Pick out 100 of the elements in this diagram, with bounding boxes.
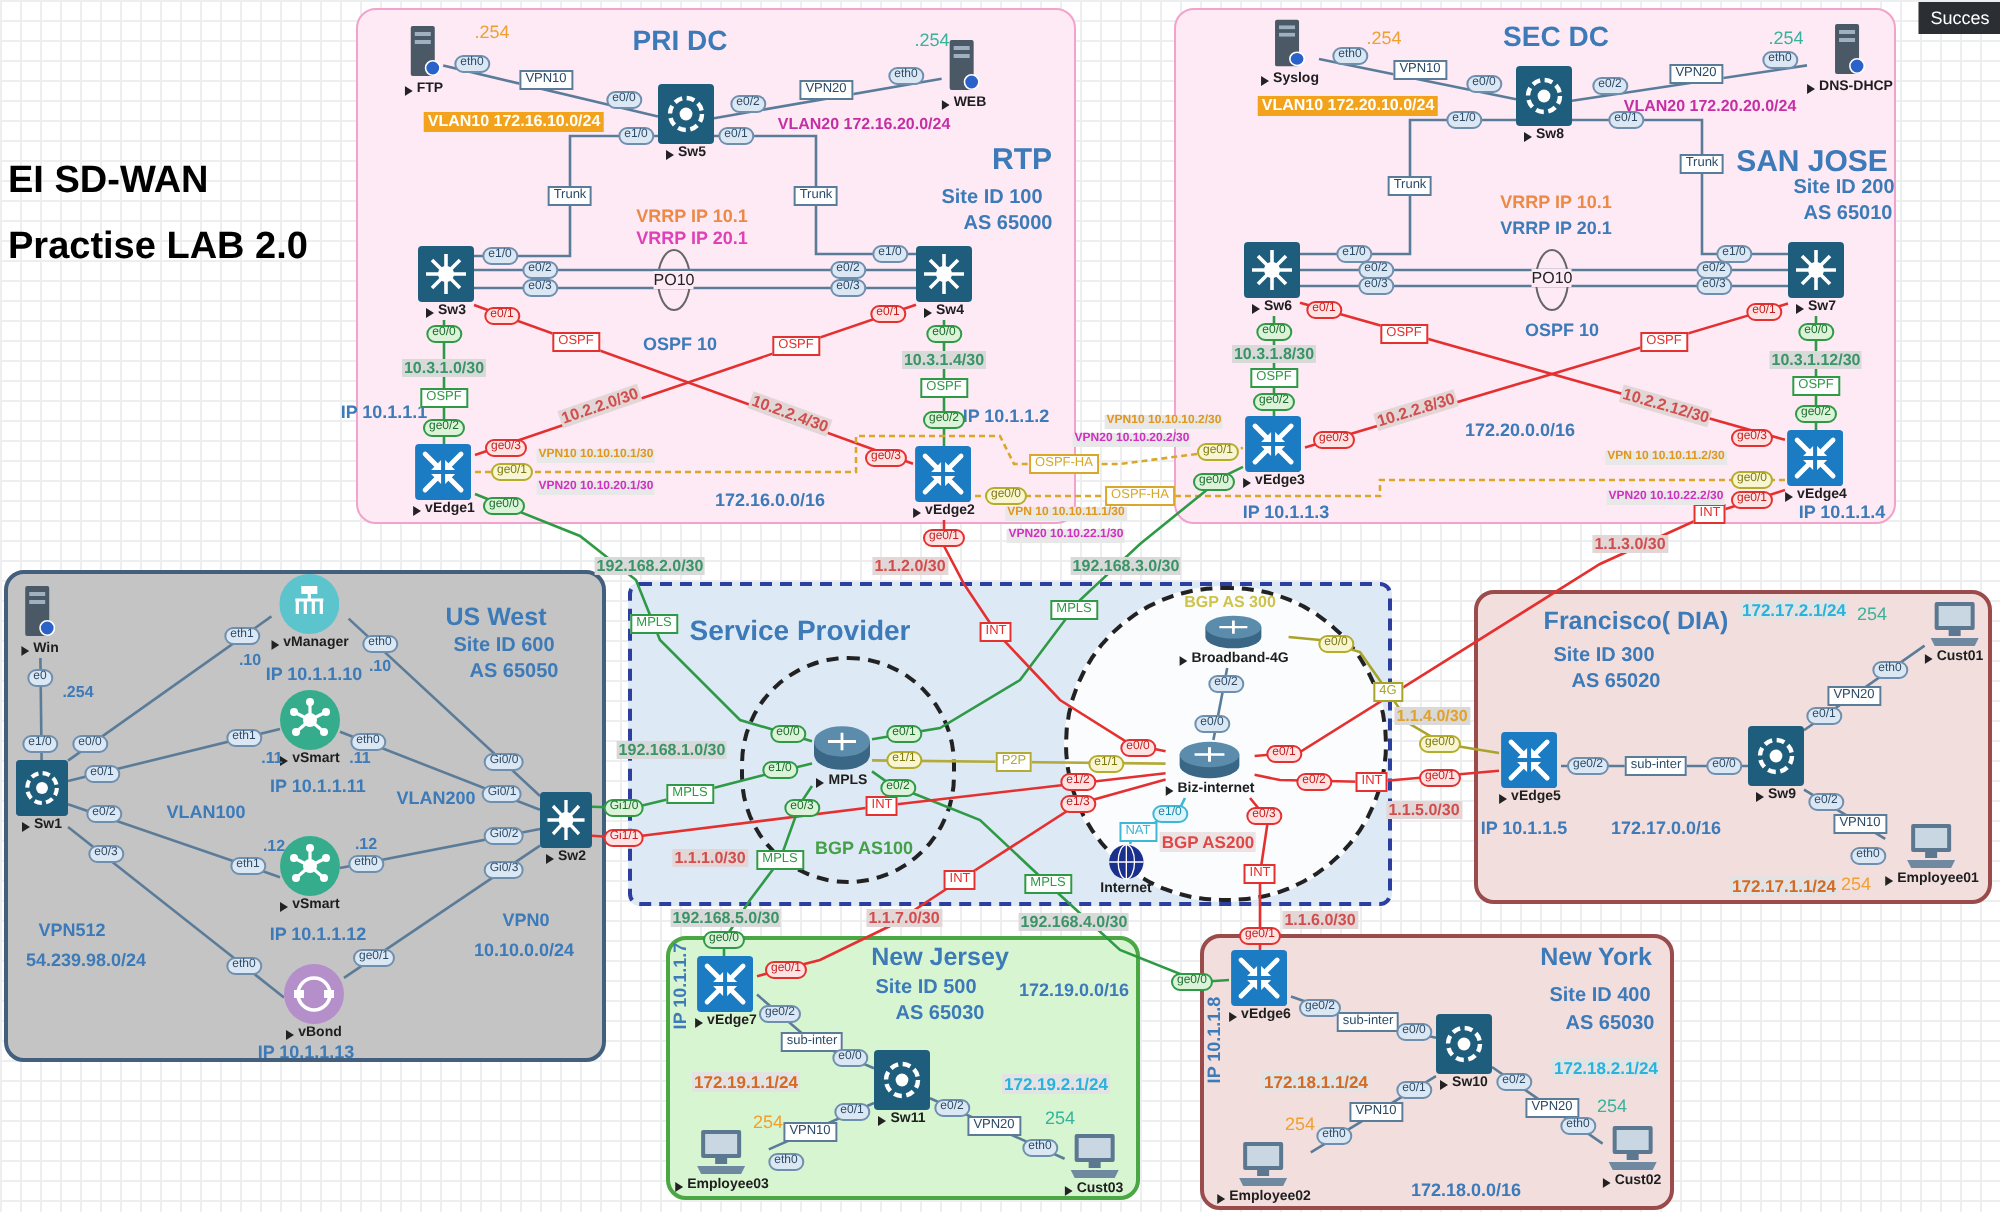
- network-label: 172.16.0.0/16: [714, 490, 826, 510]
- network-label: 172.20.0.0/16: [1464, 420, 1576, 440]
- region-title: Francisco( DIA): [1543, 607, 1729, 637]
- link-line: [442, 64, 659, 118]
- network-label: VPN512: [38, 920, 106, 940]
- subnet-label: 1.1.5.0/30: [1386, 801, 1462, 819]
- link-line: [347, 617, 541, 797]
- vlan-label: VLAN10 172.16.10.0/24: [423, 112, 605, 132]
- ip-label: .10: [368, 657, 392, 675]
- site-info: AS 65030: [1565, 1013, 1655, 1035]
- site-info: Site ID 500: [875, 977, 977, 999]
- ip-label: IP 10.1.1.5: [1480, 818, 1568, 838]
- site-region: [4, 570, 606, 1062]
- subnet-label: 1.1.6.0/30: [1282, 911, 1358, 929]
- ip-label: .254: [1366, 28, 1402, 48]
- ip-label: .254: [62, 683, 94, 701]
- bgp-label: BGP AS200: [1159, 832, 1257, 852]
- subnet-label: 192.168.5.0/30: [670, 909, 782, 927]
- network-label: VLAN100: [166, 802, 246, 822]
- diagram-title: EI SD-WAN Practise LAB 2.0: [8, 158, 310, 272]
- subnet-label: 1.1.4.0/30: [1394, 707, 1470, 725]
- region-title: New York: [1540, 943, 1652, 973]
- site-info: Site ID 400: [1549, 985, 1651, 1007]
- vrrp-label: VRRP IP 10.1: [1500, 192, 1612, 212]
- subnet-label: 10.3.1.4/30: [901, 351, 987, 369]
- ip-label: .254: [1768, 28, 1804, 48]
- subnet-label: 172.18.1.1/24: [1262, 1072, 1370, 1092]
- vrrp-label: VRRP IP 10.1: [636, 206, 748, 226]
- network-label: OSPF 10: [1525, 320, 1599, 340]
- link-line: [474, 268, 916, 272]
- site-info: Site ID 100: [941, 187, 1043, 209]
- site-info: AS 65030: [895, 1003, 985, 1025]
- ip-label: 254: [1044, 1108, 1076, 1128]
- link-line: [474, 286, 916, 290]
- ip-label: .254: [914, 30, 950, 50]
- subnet-label: 172.17.1.1/24: [1730, 876, 1838, 896]
- ip-label: IP 10.1.1.10: [265, 664, 363, 684]
- subnet-label: 1.1.7.0/30: [866, 909, 942, 927]
- link-line: [942, 520, 1166, 753]
- ip-label: IP 10.1.1.8: [1204, 996, 1224, 1084]
- region-title: PRI DC: [632, 24, 728, 56]
- subnet-label: 10.3.1.8/30: [1231, 345, 1317, 363]
- site-info: Site ID 600: [453, 635, 555, 657]
- site-region: [1474, 590, 1992, 904]
- subnet-label: 192.168.4.0/30: [1018, 913, 1130, 931]
- subnet-label: 192.168.2.0/30: [594, 557, 706, 575]
- link-line: [1212, 667, 1229, 741]
- vrrp-label: VRRP IP 20.1: [1500, 218, 1612, 238]
- region-title: Service Provider: [689, 614, 911, 646]
- region-title: SEC DC: [1503, 20, 1609, 52]
- ip-label: IP 10.1.1.11: [270, 776, 366, 796]
- ip-label: .10: [238, 651, 262, 669]
- link-line: [722, 785, 814, 956]
- ip-label: IP 10.1.1.13: [257, 1042, 355, 1062]
- link-line: [591, 771, 1166, 840]
- site-region: [666, 936, 1140, 1200]
- site-name: RTP: [992, 143, 1052, 177]
- vlan-label: VLAN10 172.20.10.0/24: [1257, 96, 1439, 116]
- ip-label: .11: [261, 749, 283, 767]
- subnet-label: 1.1.1.0/30: [672, 849, 748, 867]
- vrrp-label: VRRP IP 20.1: [636, 228, 748, 248]
- ip-label: 254: [1840, 874, 1872, 894]
- ip-label: 254: [1284, 1114, 1316, 1134]
- ip-label: IP 10.1.1.7: [670, 942, 690, 1030]
- region-title: US West: [445, 603, 547, 633]
- network-label: 172.17.0.0/16: [1610, 818, 1722, 838]
- port-channel-label: PO10: [1531, 269, 1573, 287]
- subnet-label: 10.3.1.12/30: [1769, 351, 1863, 369]
- site-name: SAN JOSE: [1736, 145, 1888, 179]
- subnet-label: 10.3.1.0/30: [401, 359, 487, 377]
- subnet-label: 1.1.2.0/30: [872, 557, 948, 575]
- region-title: New Jersey: [871, 943, 1009, 973]
- bgp-label: BGP AS100: [814, 838, 914, 858]
- site-info: Site ID 300: [1553, 645, 1655, 667]
- port-channel-label: PO10: [653, 271, 695, 289]
- network-label: 10.10.0.0/24: [473, 940, 575, 960]
- network-label: OSPF 10: [643, 334, 717, 354]
- link-line: [871, 465, 1244, 741]
- ip-label: IP 10.1.1.3: [1242, 502, 1330, 522]
- bgp-label: BGP AS 300: [1184, 593, 1276, 611]
- link-line: [67, 615, 273, 762]
- vlan-label: VLAN20 172.20.20.0/24: [1623, 97, 1797, 115]
- site-info: Site ID 200: [1793, 177, 1895, 199]
- network-label: 172.19.0.0/16: [1018, 980, 1130, 1000]
- link-line: [67, 802, 281, 879]
- link-line: [1300, 284, 1788, 288]
- ip-label: 254: [1596, 1096, 1628, 1116]
- ip-label: 254: [1856, 604, 1888, 624]
- network-label: VLAN200: [396, 788, 476, 808]
- link-line: [67, 825, 285, 999]
- link-line: [39, 658, 43, 760]
- ip-label: IP 10.1.1.2: [962, 406, 1050, 426]
- ip-label: .12: [262, 837, 286, 855]
- subnet-label: 172.18.2.1/24: [1552, 1058, 1660, 1078]
- subnet-label: 172.17.2.1/24: [1740, 600, 1848, 620]
- link-line: [1249, 797, 1270, 950]
- link-line: [343, 844, 541, 979]
- ip-label: IP 10.1.1.4: [1798, 502, 1886, 522]
- site-info: AS 65010: [1803, 203, 1893, 225]
- subnet-label: 172.19.1.1/24: [692, 1072, 800, 1092]
